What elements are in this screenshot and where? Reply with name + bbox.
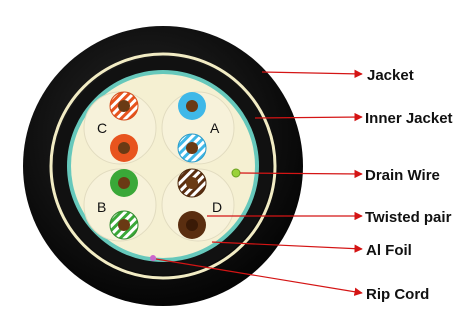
pair-label-a: A bbox=[210, 120, 220, 136]
pair-b bbox=[84, 169, 156, 241]
callout-al-foil: Al Foil bbox=[366, 242, 412, 259]
jacket-leader-line bbox=[262, 72, 362, 74]
pair-label-c: C bbox=[97, 120, 107, 136]
rip-cord bbox=[150, 255, 156, 261]
callout-twisted-pair: Twisted pair bbox=[365, 209, 452, 226]
pair-label-d: D bbox=[212, 199, 222, 215]
pair-label-b: B bbox=[97, 199, 106, 215]
callout-drain-wire: Drain Wire bbox=[365, 167, 440, 184]
pair-d bbox=[162, 169, 234, 241]
callout-jacket: Jacket bbox=[367, 67, 414, 84]
drain-wire bbox=[232, 169, 240, 177]
pair-a bbox=[162, 92, 234, 164]
callout-inner-jacket: Inner Jacket bbox=[365, 110, 453, 127]
callout-rip-cord: Rip Cord bbox=[366, 286, 429, 303]
pair-c bbox=[84, 92, 156, 164]
